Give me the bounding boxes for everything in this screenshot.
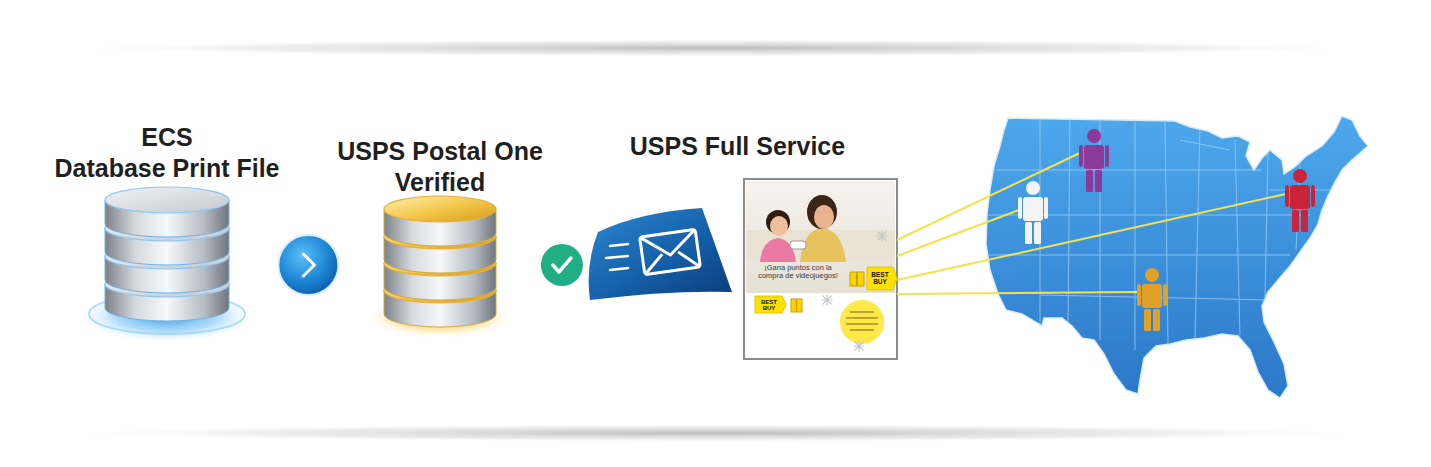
speed-lines — [606, 244, 628, 270]
envelope-icon — [589, 208, 732, 300]
mail-service-node: USPS Full Service — [575, 127, 900, 367]
person-icon — [1137, 268, 1167, 331]
us-map — [980, 110, 1368, 398]
envelope-fold — [642, 254, 664, 275]
node-label: USPS Full Service — [630, 131, 845, 162]
gift-box — [850, 272, 864, 286]
envelope-body — [640, 229, 701, 274]
label-line: USPS Postal One — [337, 136, 543, 167]
node-label: USPS Postal One Verified — [337, 136, 543, 198]
envelope-flap — [640, 229, 699, 259]
node-label: ECS Database Print File — [54, 122, 279, 184]
envelope — [640, 229, 701, 274]
person-icon — [1018, 181, 1048, 244]
check-badge — [541, 244, 583, 286]
check-mark — [553, 258, 571, 272]
arrow-head — [303, 254, 314, 276]
promo-badge — [840, 300, 884, 344]
person-icon — [1079, 129, 1109, 192]
arrow-badge — [278, 235, 338, 295]
logo-tag — [755, 296, 786, 313]
shadow-band — [55, 39, 1375, 57]
person-icon — [1285, 169, 1315, 232]
database-icon — [366, 196, 514, 338]
check-connector — [541, 244, 583, 286]
snowflakes — [822, 231, 887, 351]
game-controller — [790, 241, 806, 249]
envelope-badge — [589, 208, 732, 300]
shadow-band — [55, 424, 1375, 442]
disk — [384, 196, 496, 246]
recipients — [1018, 129, 1315, 331]
envelope-fold — [678, 249, 700, 270]
label-line: ECS — [54, 122, 279, 153]
database-node: ECS Database Print File — [48, 118, 285, 340]
database-icon — [81, 187, 253, 342]
flyer-sheet — [744, 179, 897, 359]
logo-tag — [867, 267, 897, 290]
flyer-headline: ¡Gana puntos con la compra de videojuego… — [752, 264, 844, 280]
logo-text: BEST BUY — [867, 272, 893, 286]
flyer-photo — [746, 181, 895, 293]
disk — [105, 187, 229, 237]
logo-text: BEST BUY — [756, 299, 782, 312]
woman-figure — [800, 195, 846, 262]
flyer — [744, 179, 897, 359]
state-lines — [980, 110, 1330, 350]
gift-box — [791, 299, 802, 312]
database-node: USPS Postal One Verified — [331, 132, 549, 332]
child-figure — [760, 210, 806, 262]
arrow-connector — [278, 235, 338, 295]
map-outline — [986, 116, 1368, 398]
